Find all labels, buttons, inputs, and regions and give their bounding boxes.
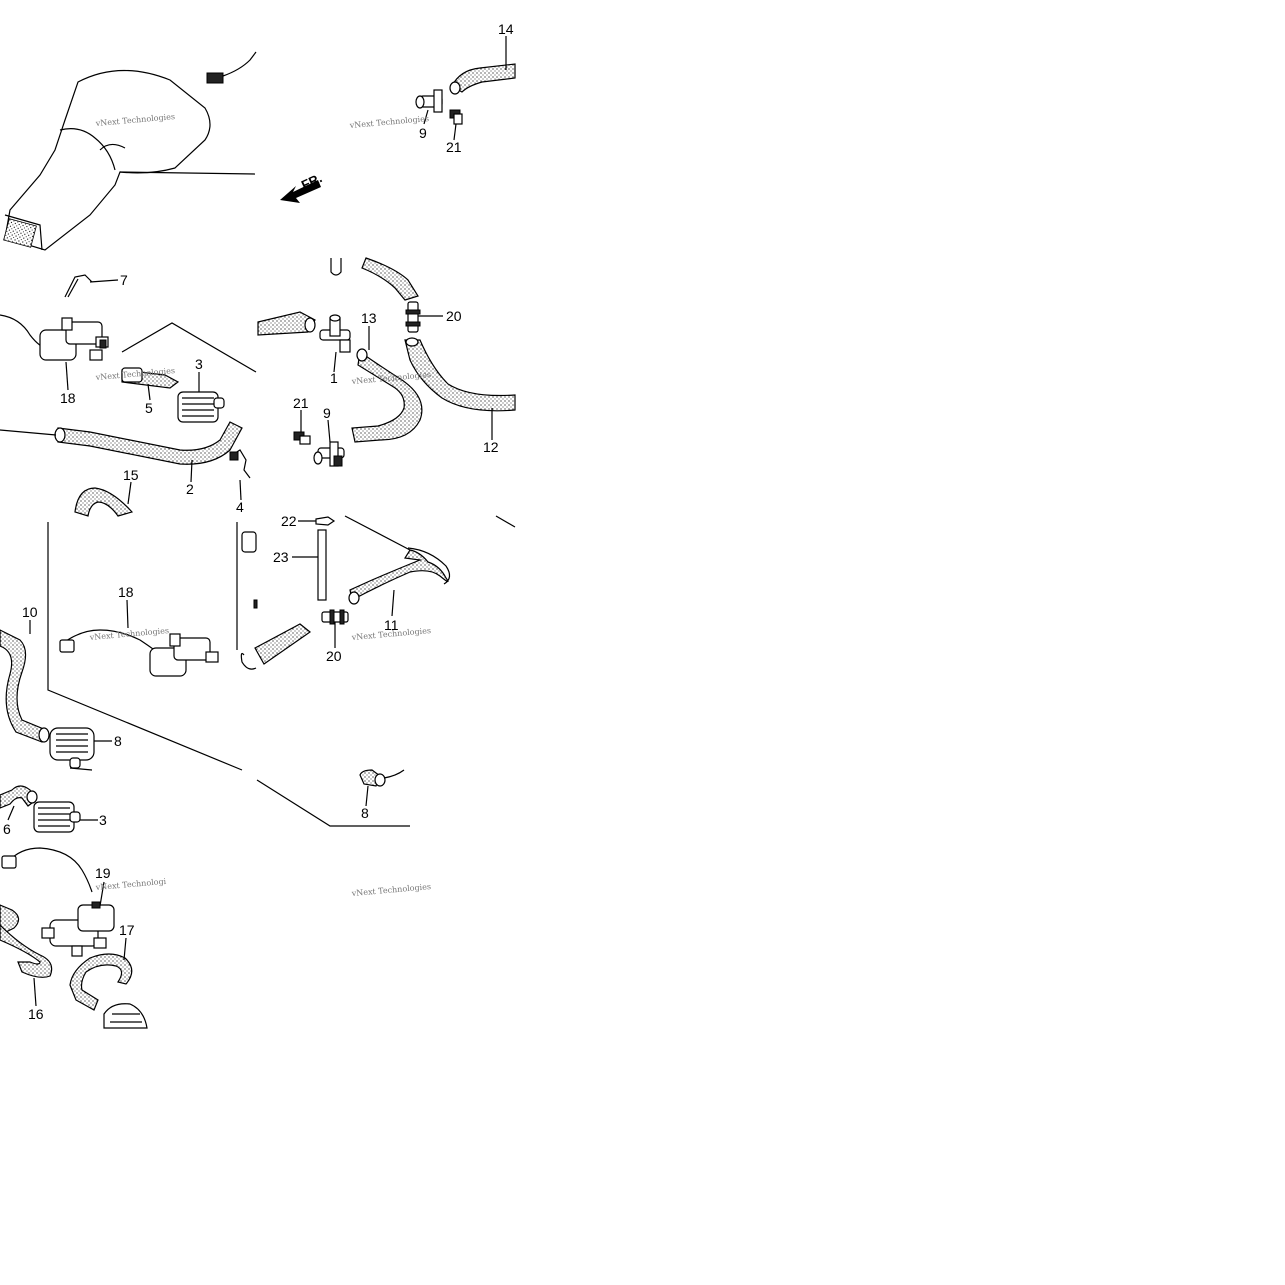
watermark-text: vNext Technologies (350, 882, 431, 898)
valve-18-lower (59, 629, 219, 677)
canister-8-right (359, 769, 405, 787)
callout-2: 2 (186, 481, 194, 497)
callout-21: 21 (293, 395, 309, 411)
t-joint-1 (319, 314, 351, 353)
hose-upper-bend (361, 257, 419, 301)
t-joint-9-mid (313, 441, 345, 467)
callout-8: 8 (361, 805, 369, 821)
hose-16 (0, 904, 53, 978)
callout-4: 4 (236, 499, 244, 515)
clip-7 (64, 274, 93, 298)
callout-3: 3 (195, 356, 203, 372)
watermark-text: vNext Technologies (88, 626, 169, 642)
callout-9: 9 (419, 125, 427, 141)
callout-labels: 14 9 21 7 20 13 1 18 3 5 21 9 12 2 4 15 … (3, 21, 514, 1022)
callout-15: 15 (123, 467, 139, 483)
front-label: FR. (299, 170, 324, 192)
callout-13: 13 (361, 310, 377, 326)
callout-20: 20 (446, 308, 462, 324)
callout-14: 14 (498, 21, 514, 37)
air-cleaner-housing (3, 69, 256, 251)
callout-20: 20 (326, 648, 342, 664)
hose-left-stub (257, 311, 316, 336)
bracket-4 (229, 449, 251, 479)
callout-11: 11 (384, 617, 399, 633)
callout-12: 12 (483, 439, 499, 455)
callout-17: 17 (119, 922, 135, 938)
connector-plug (206, 51, 257, 84)
hose-10 (0, 629, 50, 743)
callout-22: 22 (281, 513, 297, 529)
hose-stub-top (330, 258, 342, 276)
hose-14 (449, 63, 516, 95)
leader-lines (7, 36, 507, 1007)
callout-9: 9 (323, 405, 331, 421)
callout-6: 6 (3, 821, 11, 837)
canister-3-lower (33, 801, 81, 833)
hose-2 (0, 421, 243, 465)
hose-17 (69, 953, 133, 1011)
joint-20-top (405, 301, 421, 333)
callout-1: 1 (330, 370, 338, 386)
callout-18: 18 (60, 390, 76, 406)
callout-8: 8 (114, 733, 122, 749)
front-direction-arrow: FR. (280, 170, 324, 203)
t-joint-9-top (415, 89, 443, 113)
callout-19: 19 (95, 865, 111, 881)
section-divider-left (121, 322, 257, 373)
callout-21: 21 (446, 139, 462, 155)
clip-21-mid (293, 431, 311, 445)
canister-bottom (103, 1003, 148, 1029)
hose-11 (348, 547, 451, 605)
arrow-front-icon (280, 180, 321, 203)
panel-corner-right (495, 515, 516, 528)
valve-18-top (0, 314, 109, 361)
watermark-text: vNext Technologies (348, 114, 429, 130)
canister-3-top (177, 391, 225, 423)
canister-8-left (49, 727, 95, 771)
hose-lower-diag (254, 623, 312, 665)
hose-15 (74, 487, 134, 517)
callout-16: 16 (28, 1006, 44, 1022)
panel-border-lower (47, 522, 243, 771)
callout-5: 5 (145, 400, 153, 416)
pipe-23 (317, 529, 327, 601)
callout-3: 3 (99, 812, 107, 828)
panel-border-bottom (256, 779, 410, 827)
cap-22 (315, 516, 336, 526)
hose-13 (351, 348, 423, 443)
clip-21-top (449, 109, 463, 125)
hose-12 (404, 337, 516, 412)
callout-7: 7 (120, 272, 128, 288)
pipe-stub-lower (240, 531, 258, 670)
callout-18: 18 (118, 584, 134, 600)
leader-line-right (344, 515, 411, 551)
callout-23: 23 (273, 549, 289, 565)
hose-5 (121, 367, 180, 389)
joint-20-lower (321, 609, 349, 625)
hose-6 (0, 785, 38, 809)
valve-19 (1, 847, 115, 957)
callout-10: 10 (22, 604, 38, 620)
